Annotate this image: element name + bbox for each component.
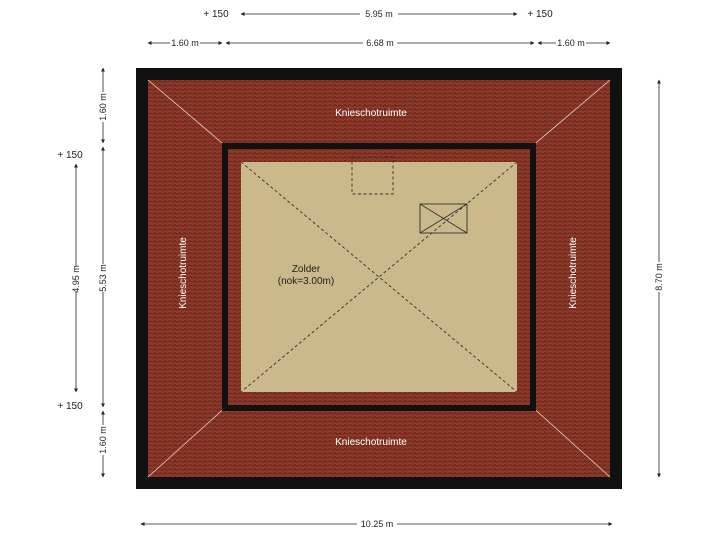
dim-left-middle: 5.53 m [98,264,108,292]
dim-top-side-left: 1.60 m [171,38,199,48]
skylight [419,203,468,234]
zolder-height-label: (nok=3.00m) [278,276,334,287]
dim-top-inner: 5.95 m [365,9,393,19]
dim-left-inner: 4.95 m [71,265,81,293]
dim-top-side-right: 1.60 m [557,38,585,48]
ridge-diagonals [240,161,518,393]
dim-left-plus-bottom: + 150 [57,401,83,412]
roof-hatch [351,156,394,195]
knieschot-bottom-label: Knieschotruimte [335,437,407,448]
dim-right-total: 8.70 m [654,263,664,291]
dim-left-plus-top: + 150 [57,150,83,161]
dim-top-plus-right: + 150 [527,9,553,20]
dim-top-plus-left: + 150 [203,9,229,20]
knieschot-right-label: Knieschotruimte [568,237,579,309]
dim-left-side-bottom: 1.60 m [98,426,108,454]
dim-bottom-total: 10.25 m [361,519,394,529]
roof-hip-lines [147,79,611,478]
zolder-label: Zolder [292,264,321,275]
knieschot-left-label: Knieschotruimte [178,237,189,309]
knieschot-top-label: Knieschotruimte [335,108,407,119]
dim-top-middle: 6.68 m [366,38,394,48]
dim-left-side-top: 1.60 m [98,93,108,121]
